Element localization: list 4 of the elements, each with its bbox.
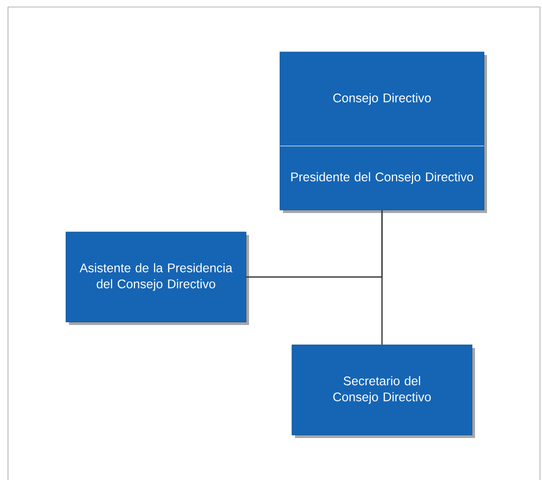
connector-line [381, 210, 383, 345]
org-box: Consejo Directivo Presidente del Consejo Directivo [280, 52, 487, 213]
org-box: Secretario del Consejo Directivo [292, 344, 475, 438]
org-box: Asistente de la Presidencia del Consejo Directivo [66, 232, 249, 325]
